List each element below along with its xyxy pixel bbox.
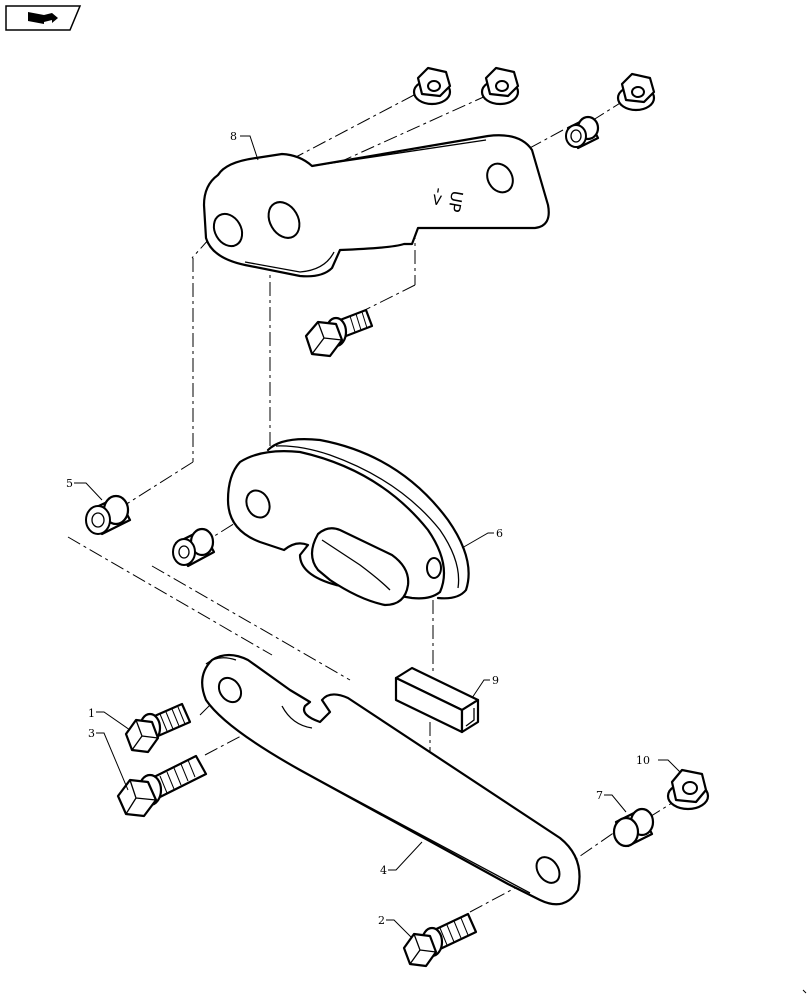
spacer-top: [565, 115, 600, 150]
callout-7: 7: [596, 789, 603, 802]
callout-8: 8: [230, 130, 237, 143]
callout-3: 3: [88, 727, 95, 740]
leader-7: [604, 794, 627, 813]
leader-1: [96, 711, 131, 731]
bolt-2: [402, 912, 478, 968]
flange-nut-top-right: [616, 72, 656, 112]
callout-1: 1: [88, 707, 95, 720]
spacer-left: [85, 494, 132, 536]
svg-text:->: ->: [427, 186, 449, 208]
spacer-middle: [172, 527, 216, 568]
leader-9: [471, 679, 490, 699]
callout-9: 9: [492, 674, 499, 687]
leader-4: [388, 841, 423, 871]
spacer-right: [612, 807, 655, 848]
callout-6: 6: [496, 527, 503, 540]
up-arrow-marking: UP ->: [427, 186, 467, 214]
callout-2: 2: [378, 914, 385, 927]
leader-8: [240, 135, 259, 161]
leader-6: [461, 532, 494, 549]
callout-10: 10: [636, 754, 650, 767]
svg-text:UP: UP: [444, 189, 466, 214]
book-arrow-icon[interactable]: [5, 5, 82, 31]
lower-arm: [201, 653, 581, 906]
flange-nut-right: [666, 768, 710, 811]
corner-mark: [802, 989, 807, 994]
leader-10: [658, 759, 681, 773]
callout-4: 4: [380, 864, 387, 877]
channel-clip: [394, 666, 480, 734]
bolt-under-plate: [304, 308, 374, 358]
upper-mounting-plate: UP ->: [202, 134, 550, 278]
leader-5: [74, 482, 103, 501]
pulley-hook-bracket: [226, 438, 470, 607]
callout-5: 5: [66, 477, 73, 490]
leader-3: [96, 732, 129, 791]
flange-nut-top-middle: [480, 66, 520, 106]
bolt-3: [116, 754, 208, 818]
flange-nut-top-left: [412, 66, 452, 106]
bolt-1: [124, 702, 192, 754]
leader-2: [386, 919, 413, 939]
